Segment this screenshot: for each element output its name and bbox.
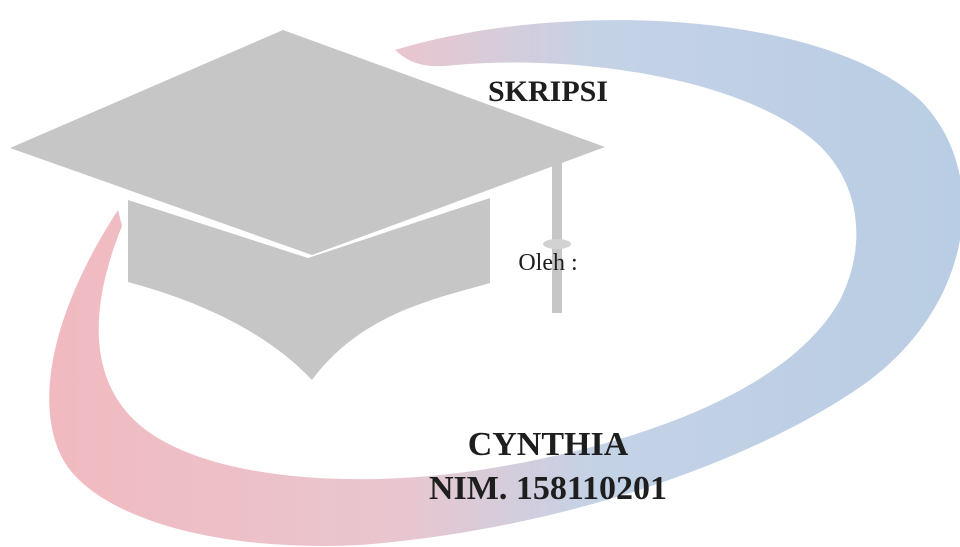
- swoosh-ring-icon: [49, 20, 960, 546]
- graduation-cap-icon: [10, 30, 605, 380]
- student-id: NIM. 158110201: [429, 470, 667, 507]
- by-label: Oleh :: [518, 250, 578, 276]
- author-name: CYNTHIA: [467, 426, 629, 463]
- document-title: SKRIPSI: [487, 75, 609, 108]
